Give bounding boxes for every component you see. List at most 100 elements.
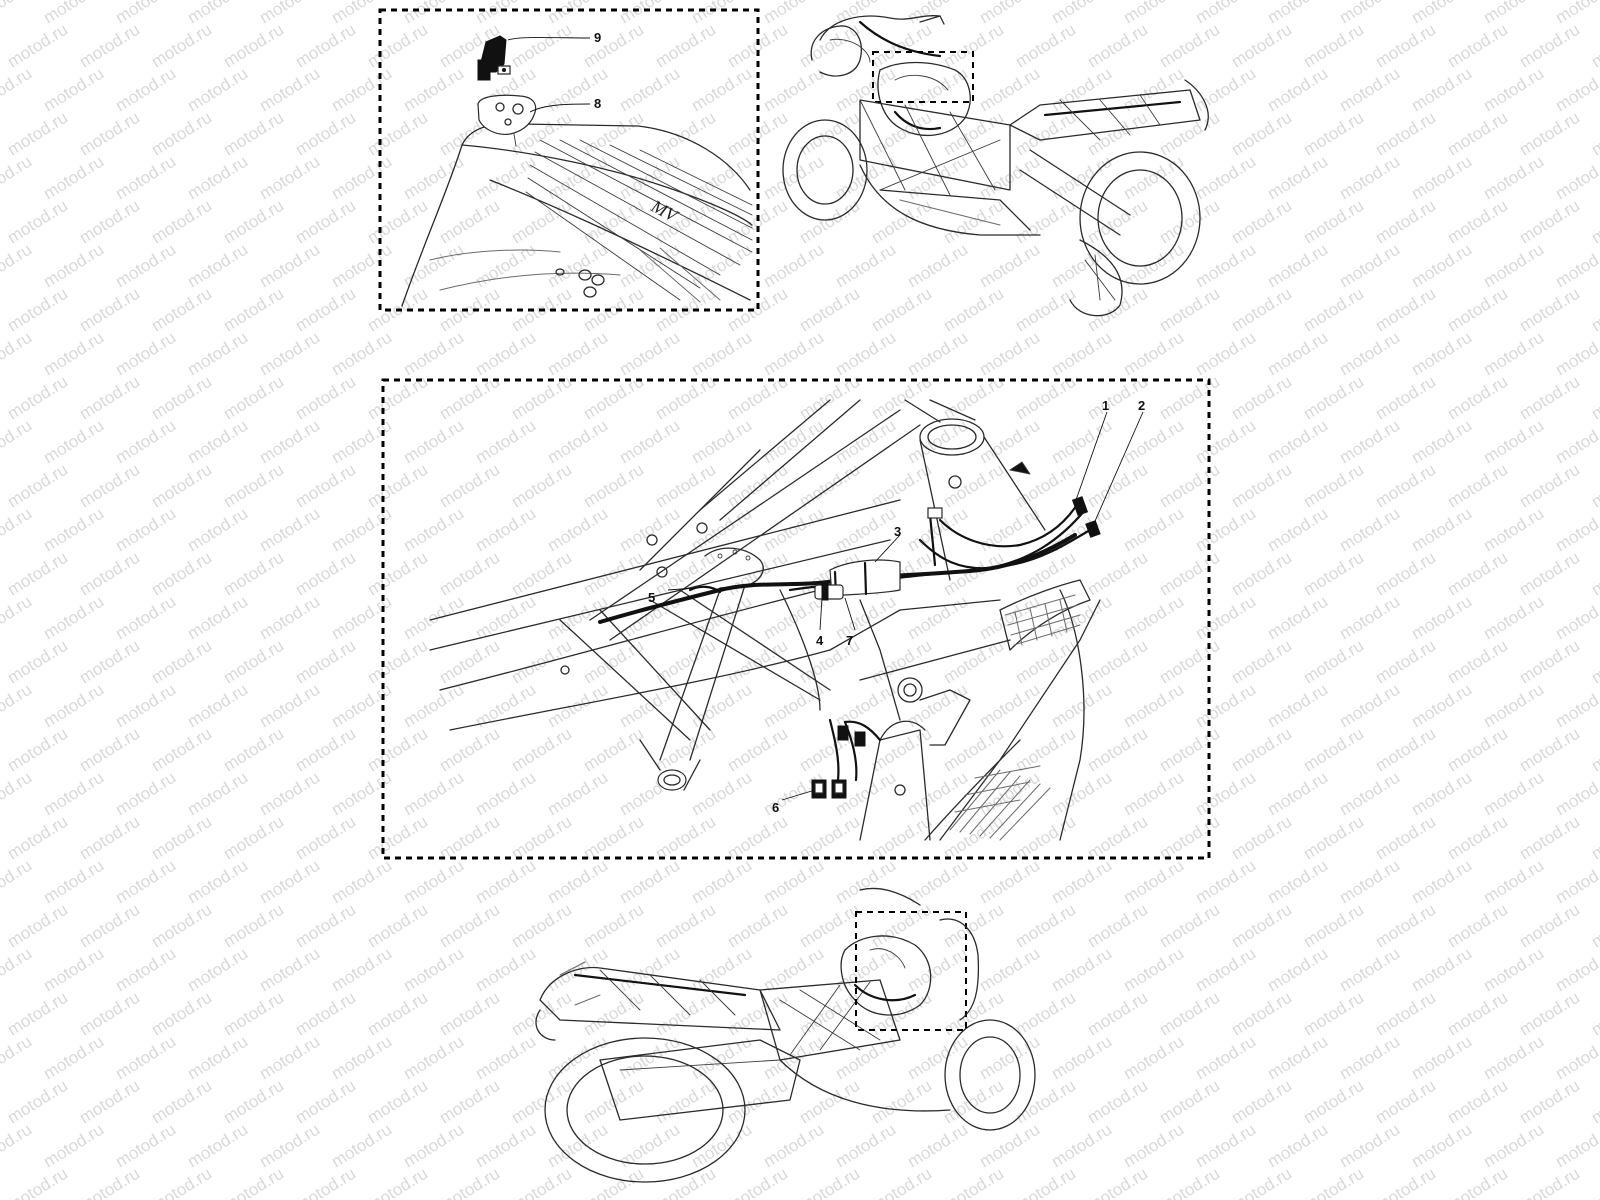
watermark-text: motod.ru [220, 636, 287, 688]
watermark-text: motod.ru [76, 108, 143, 160]
watermark-text: motod.ru [4, 196, 71, 248]
watermark-text: motod.ru [760, 152, 827, 204]
watermark-text: motod.ru [904, 1032, 971, 1084]
watermark-text: motod.ru [184, 944, 251, 996]
watermark-text: motod.ru [1408, 152, 1475, 204]
watermark-text: motod.ru [832, 416, 899, 468]
watermark-text: motod.ru [832, 592, 899, 644]
watermark-text: motod.ru [1084, 20, 1151, 72]
watermark-text: motod.ru [184, 240, 251, 292]
watermark-text: motod.ru [1048, 0, 1115, 27]
watermark-text: motod.ru [1588, 636, 1600, 688]
callout-3: 3 [894, 524, 901, 539]
watermark-text: motod.ru [652, 1164, 719, 1200]
watermark-text: motod.ru [436, 812, 503, 864]
watermark-text: motod.ru [1408, 1032, 1475, 1084]
watermark-text: motod.ru [0, 64, 35, 116]
watermark-text: motod.ru [400, 944, 467, 996]
watermark-text: motod.ru [1192, 64, 1259, 116]
watermark-text: motod.ru [1480, 856, 1547, 908]
watermark-text: motod.ru [40, 64, 107, 116]
watermark-text: motod.ru [1552, 856, 1600, 908]
watermark-text: motod.ru [364, 196, 431, 248]
watermark-text: motod.ru [1264, 152, 1331, 204]
watermark-text: motod.ru [508, 460, 575, 512]
watermark-text: motod.ru [1444, 900, 1511, 952]
watermark-text: motod.ru [112, 768, 179, 820]
watermark-text: motod.ru [76, 812, 143, 864]
watermark-text: motod.ru [1264, 64, 1331, 116]
watermark-text: motod.ru [616, 64, 683, 116]
watermark-text: motod.ru [832, 1032, 899, 1084]
watermark-text: motod.ru [148, 20, 215, 72]
watermark-text: motod.ru [580, 988, 647, 1040]
watermark-text: motod.ru [1048, 1032, 1115, 1084]
watermark-text: motod.ru [1300, 636, 1367, 688]
watermark-text: motod.ru [940, 284, 1007, 336]
watermark-text: motod.ru [1336, 1032, 1403, 1084]
watermark-text: motod.ru [76, 460, 143, 512]
callout-5: 5 [648, 590, 655, 605]
watermark-text: motod.ru [4, 460, 71, 512]
watermark-text: motod.ru [1552, 416, 1600, 468]
watermark-text: motod.ru [1588, 284, 1600, 336]
watermark-text: motod.ru [904, 1120, 971, 1172]
watermark-text: motod.ru [1120, 328, 1187, 380]
watermark-text: motod.ru [1084, 460, 1151, 512]
watermark-text: motod.ru [1336, 1120, 1403, 1172]
watermark-text: motod.ru [1264, 504, 1331, 556]
watermark-text: motod.ru [1012, 20, 1079, 72]
watermark-text: motod.ru [364, 988, 431, 1040]
watermark-text: motod.ru [1588, 108, 1600, 160]
tank-ribs [525, 139, 753, 301]
watermark-text: motod.ru [904, 416, 971, 468]
watermark-text: motod.ru [1480, 416, 1547, 468]
watermark-text: motod.ru [40, 0, 107, 27]
watermark-text: motod.ru [400, 64, 467, 116]
watermark-text: motod.ru [76, 548, 143, 600]
watermark-text: motod.ru [1264, 240, 1331, 292]
watermark-text: motod.ru [292, 284, 359, 336]
watermark-text: motod.ru [724, 900, 791, 952]
watermark-text: motod.ru [400, 680, 467, 732]
watermark-text: motod.ru [1372, 636, 1439, 688]
watermark-text: motod.ru [508, 20, 575, 72]
watermark-text: motod.ru [1552, 0, 1600, 27]
watermark-text: motod.ru [1444, 284, 1511, 336]
watermark-text: motod.ru [976, 1120, 1043, 1172]
watermark-text: motod.ru [652, 108, 719, 160]
watermark-text: motod.ru [904, 240, 971, 292]
watermark-text: motod.ru [0, 328, 35, 380]
watermark-text: motod.ru [112, 0, 179, 27]
watermark-text: motod.ru [1336, 328, 1403, 380]
watermark-text: motod.ru [400, 0, 467, 27]
watermark-text: motod.ru [1156, 1164, 1223, 1200]
watermark-text: motod.ru [0, 680, 35, 732]
steering-head-drawing [904, 399, 1046, 581]
watermark-text: motod.ru [256, 1120, 323, 1172]
watermark-text: motod.ru [652, 988, 719, 1040]
watermark-text: motod.ru [148, 724, 215, 776]
watermark-text: motod.ru [112, 1120, 179, 1172]
watermark-text: motod.ru [1516, 372, 1583, 424]
watermark-text: motod.ru [796, 1164, 863, 1200]
watermark-text: motod.ru [364, 636, 431, 688]
watermark-text: motod.ru [184, 64, 251, 116]
watermark-text: motod.ru [4, 548, 71, 600]
watermark-text: motod.ru [1192, 328, 1259, 380]
watermark-text: motod.ru [220, 724, 287, 776]
watermark-text: motod.ru [904, 592, 971, 644]
watermark-text: motod.ru [1012, 1076, 1079, 1128]
watermark-text: motod.ru [328, 944, 395, 996]
watermark-text: motod.ru [1120, 592, 1187, 644]
watermark-text: motod.ru [220, 988, 287, 1040]
watermark-text: motod.ru [1408, 416, 1475, 468]
watermark-text: motod.ru [40, 152, 107, 204]
watermark-text: motod.ru [0, 152, 35, 204]
watermark-text: motod.ru [1408, 680, 1475, 732]
watermark-text: motod.ru [76, 196, 143, 248]
watermark-text: motod.ru [1300, 812, 1367, 864]
watermark-text: motod.ru [1228, 20, 1295, 72]
watermark-text: motod.ru [616, 0, 683, 27]
watermark-text: motod.ru [1156, 988, 1223, 1040]
